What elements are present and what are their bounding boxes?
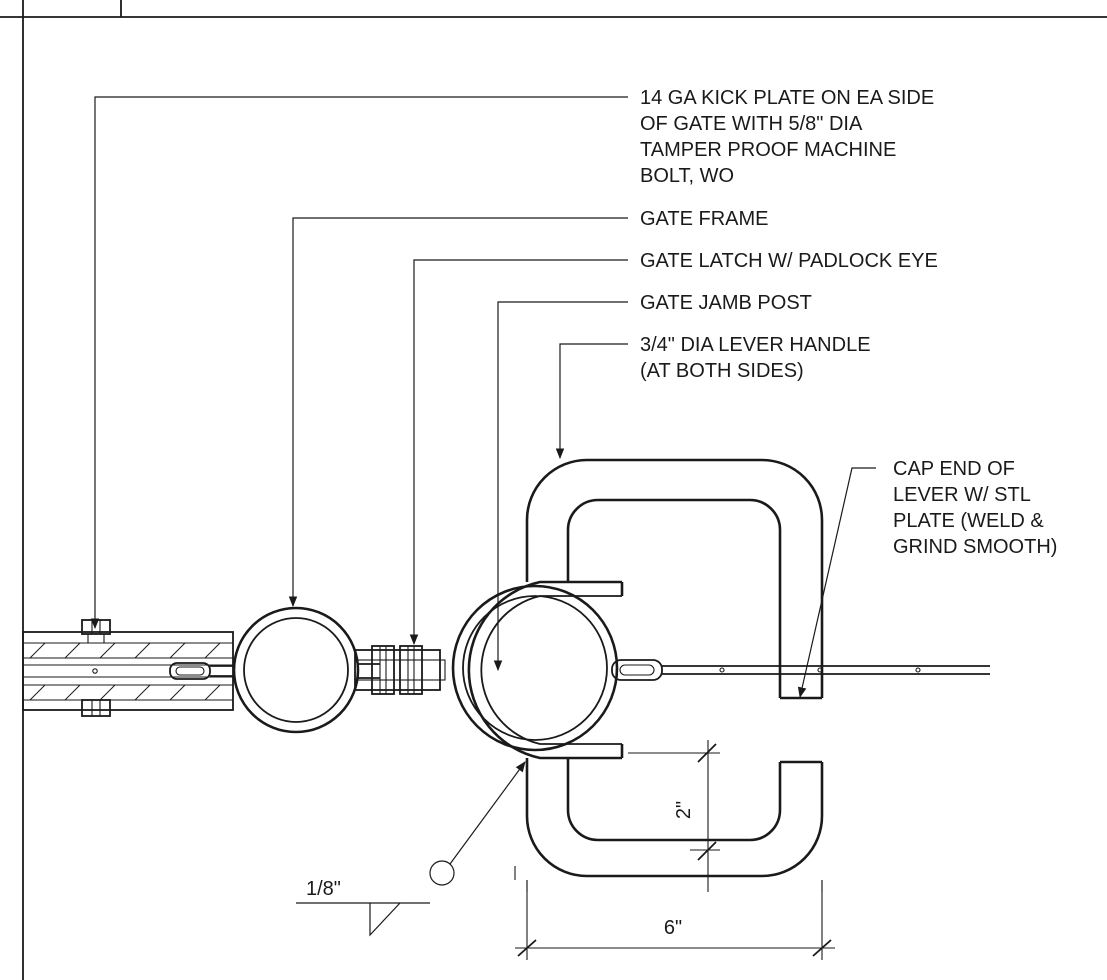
leader-gate-jamb-post bbox=[493, 301, 628, 672]
dimension-handle-width: 6" bbox=[514, 866, 835, 960]
weld-size-label: 1/8" bbox=[306, 878, 341, 900]
svg-text:14 GA KICK PLATE ON EA SIDE: 14 GA KICK PLATE ON EA SIDE bbox=[640, 87, 934, 109]
note-gate-frame: GATE FRAME bbox=[640, 208, 769, 230]
kick-plate-hatch-top bbox=[29, 642, 221, 659]
note-gate-latch: GATE LATCH W/ PADLOCK EYE bbox=[640, 250, 938, 272]
leader-lever-handle bbox=[555, 343, 628, 460]
note-cap-end: CAP END OF LEVER W/ STL PLATE (WELD & GR… bbox=[893, 458, 1057, 558]
machine-bolt-bottom bbox=[81, 699, 111, 717]
lever-handle-bottom bbox=[525, 758, 824, 878]
svg-text:LEVER W/ STL: LEVER W/ STL bbox=[893, 484, 1031, 506]
svg-text:OF GATE WITH 5/8" DIA: OF GATE WITH 5/8" DIA bbox=[640, 113, 863, 135]
svg-text:BOLT, WO: BOLT, WO bbox=[640, 165, 734, 187]
leader-cap-end bbox=[797, 467, 876, 699]
svg-text:TAMPER PROOF MACHINE: TAMPER PROOF MACHINE bbox=[640, 139, 896, 161]
note-kick-plate: 14 GA KICK PLATE ON EA SIDE OF GATE WITH… bbox=[640, 87, 934, 187]
dimension-handle-height-label: 2" bbox=[673, 801, 695, 819]
dimension-handle-width-label: 6" bbox=[664, 917, 682, 939]
gate-latch bbox=[354, 645, 446, 695]
weld-symbol: 1/8" bbox=[296, 761, 526, 937]
dimension-handle-height: 2" bbox=[628, 740, 720, 892]
svg-text:PLATE (WELD &: PLATE (WELD & bbox=[893, 510, 1044, 532]
svg-text:CAP END OF: CAP END OF bbox=[893, 458, 1015, 480]
svg-text:GRIND SMOOTH): GRIND SMOOTH) bbox=[893, 536, 1057, 558]
note-lever-handle: 3/4" DIA LEVER HANDLE (AT BOTH SIDES) bbox=[640, 334, 871, 382]
svg-text:(AT BOTH SIDES): (AT BOTH SIDES) bbox=[640, 360, 804, 382]
note-gate-jamb-post: GATE JAMB POST bbox=[640, 292, 812, 314]
leader-gate-latch bbox=[409, 259, 628, 646]
kick-plate-hatch-bottom bbox=[29, 684, 221, 701]
gate-fabric-line bbox=[611, 659, 990, 681]
svg-text:3/4" DIA LEVER HANDLE: 3/4" DIA LEVER HANDLE bbox=[640, 334, 871, 356]
kick-plate-assembly bbox=[22, 619, 234, 717]
gate-frame-tube bbox=[210, 606, 380, 734]
leader-gate-frame bbox=[288, 217, 628, 608]
lever-handle-top bbox=[525, 458, 824, 700]
leader-kick-plate bbox=[90, 96, 628, 630]
gate-jamb-post bbox=[451, 580, 624, 760]
